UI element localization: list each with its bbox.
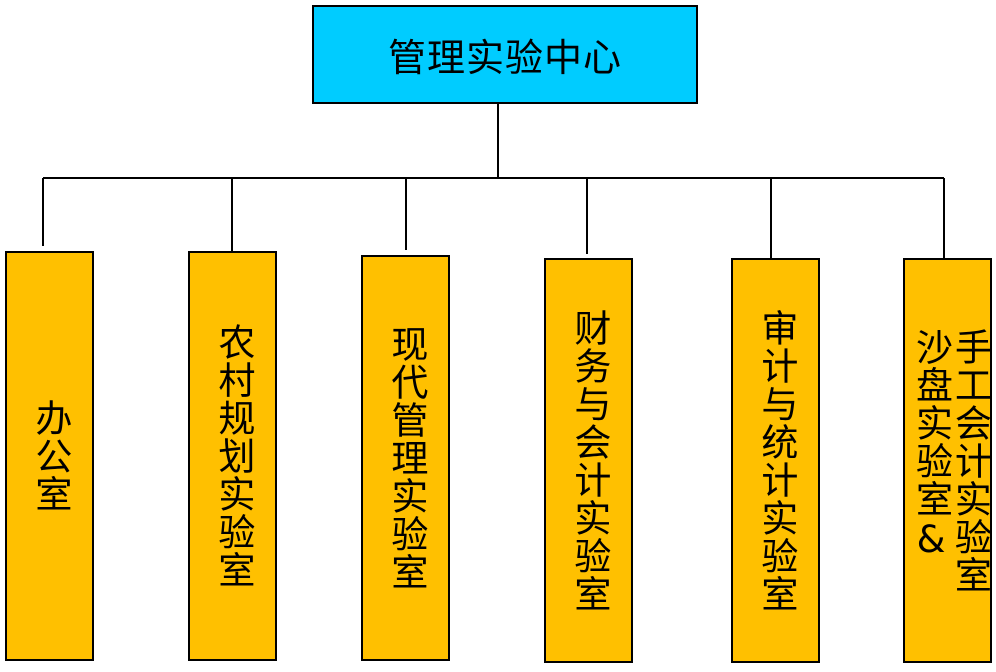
child-node-finance-accounting-lab: 财务与会计实验室 — [544, 258, 633, 663]
child-node-label: 现代管理实验室 — [384, 325, 428, 591]
child-node-label: 农村规划实验室 — [211, 323, 255, 589]
child-node-manual-accounting-sandbox-lab: 手工会计实验室 沙盘实验室& — [903, 258, 992, 663]
child-node-audit-statistics-lab: 审计与统计实验室 — [731, 258, 820, 663]
child-node-label: 办公室 — [28, 399, 72, 513]
child-node-label: 手工会计实验室 沙盘实验室& — [909, 327, 992, 594]
child-node-office: 办公室 — [5, 251, 94, 661]
root-node-label: 管理实验中心 — [387, 36, 622, 80]
child-node-label: 审计与统计实验室 — [754, 308, 798, 613]
child-node-label: 财务与会计实验室 — [567, 308, 611, 613]
root-node: 管理实验中心 — [312, 5, 698, 104]
child-node-rural-planning-lab: 农村规划实验室 — [188, 251, 277, 661]
child-node-modern-management-lab: 现代管理实验室 — [361, 255, 450, 661]
